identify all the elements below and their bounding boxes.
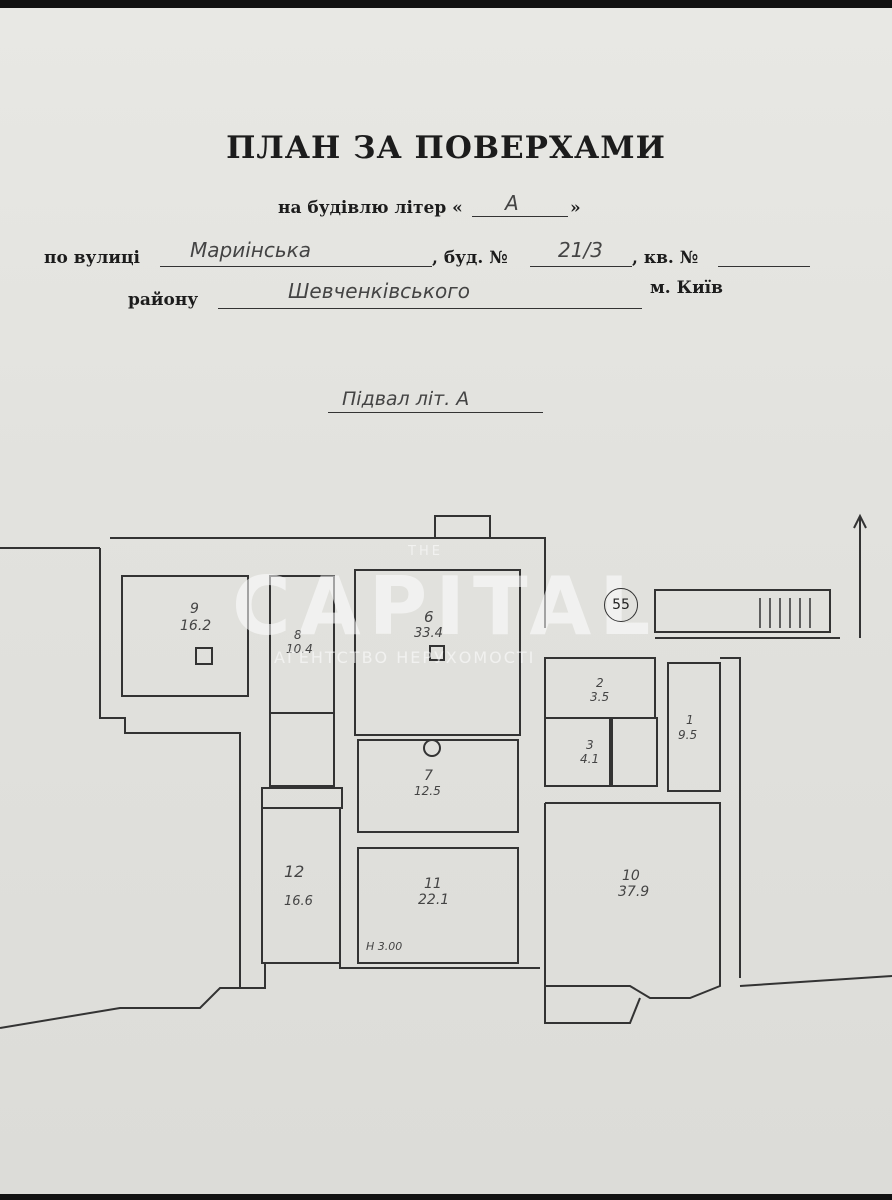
watermark-small: THE xyxy=(408,544,443,559)
room-6-number: 6 xyxy=(424,608,434,626)
bay-window xyxy=(544,986,641,1024)
street-label: по вулиці xyxy=(44,248,141,268)
outer-wall-north xyxy=(110,537,546,628)
watermark-brand: CAPITAL xyxy=(232,560,659,653)
city-label: м. Київ xyxy=(650,278,723,298)
room-6-column xyxy=(429,645,445,661)
apt-underline xyxy=(718,266,810,267)
document-sheet: ПЛАН ЗА ПОВЕРХАМИ на будівлю літер « А »… xyxy=(0,8,892,1194)
ceiling-height-note: H 3.00 xyxy=(366,940,403,953)
room-3-outline xyxy=(544,717,611,787)
room-12-area: 16.6 xyxy=(284,894,313,909)
house-value: 21/3 xyxy=(558,238,603,262)
district-value: Шевченківського xyxy=(288,279,470,303)
room-6-outline xyxy=(354,569,521,736)
room-7-outline xyxy=(357,739,519,833)
building-close: » xyxy=(570,198,581,218)
street-line-right xyxy=(739,975,892,987)
room-9-outline xyxy=(121,575,249,697)
stair-annex xyxy=(654,589,831,633)
room-12-number: 12 xyxy=(284,862,305,881)
plan-title: ПЛАН ЗА ПОВЕРХАМИ xyxy=(226,130,666,166)
room-9-column xyxy=(195,647,213,665)
room-12-outline xyxy=(261,807,341,964)
corridor xyxy=(261,787,343,809)
house-label: , буд. № xyxy=(432,248,508,268)
street-underline xyxy=(160,266,432,267)
room-2-number: 2 xyxy=(596,676,604,690)
room-8-outline xyxy=(269,575,335,787)
street-value: Мариінська xyxy=(190,238,311,262)
room-10-area: 37.9 xyxy=(618,884,650,900)
apt-label: , кв. № xyxy=(632,248,699,268)
room-8-number: 8 xyxy=(294,628,302,642)
outer-wall-east xyxy=(720,657,741,978)
room-7-area: 12.5 xyxy=(414,784,441,798)
room-3-area: 4.1 xyxy=(580,752,600,766)
exit-arrow-head xyxy=(853,513,867,529)
room-10-number: 10 xyxy=(622,868,640,884)
building-underline xyxy=(472,216,568,217)
room-2-area: 3.5 xyxy=(590,690,610,704)
room-11-number: 11 xyxy=(424,876,442,892)
room-9-area: 16.2 xyxy=(180,618,212,634)
room-1-outline xyxy=(667,662,721,792)
house-underline xyxy=(530,266,632,267)
district-label: району xyxy=(128,290,199,310)
room-wc xyxy=(611,717,658,787)
yard-wall xyxy=(0,987,240,1029)
room-8-area: 10.4 xyxy=(286,642,313,656)
district-underline xyxy=(218,308,642,309)
room-1-area: 9.5 xyxy=(678,728,698,742)
room-3-number: 3 xyxy=(586,738,594,752)
room-9-number: 9 xyxy=(190,601,199,617)
floor-underline xyxy=(328,412,543,413)
room-11-area: 22.1 xyxy=(418,892,450,908)
entrance-bay xyxy=(434,515,491,539)
watermark-tagline: АГЕНТСТВО НЕРУХОМОСТІ xyxy=(274,648,536,667)
room-6-area: 33.4 xyxy=(414,626,443,641)
floor-label: Підвал літ. А xyxy=(342,388,470,410)
outer-wall-west xyxy=(99,548,540,989)
room-7-number: 7 xyxy=(424,768,433,784)
floor-plan xyxy=(0,513,892,1029)
room-11-outline xyxy=(357,847,519,964)
room-1-number: 1 xyxy=(686,713,694,727)
room-10-outline xyxy=(544,802,721,999)
building-value: А xyxy=(505,191,519,215)
building-label: на будівлю літер « xyxy=(278,198,463,218)
plan-badge: 55 xyxy=(604,588,638,622)
